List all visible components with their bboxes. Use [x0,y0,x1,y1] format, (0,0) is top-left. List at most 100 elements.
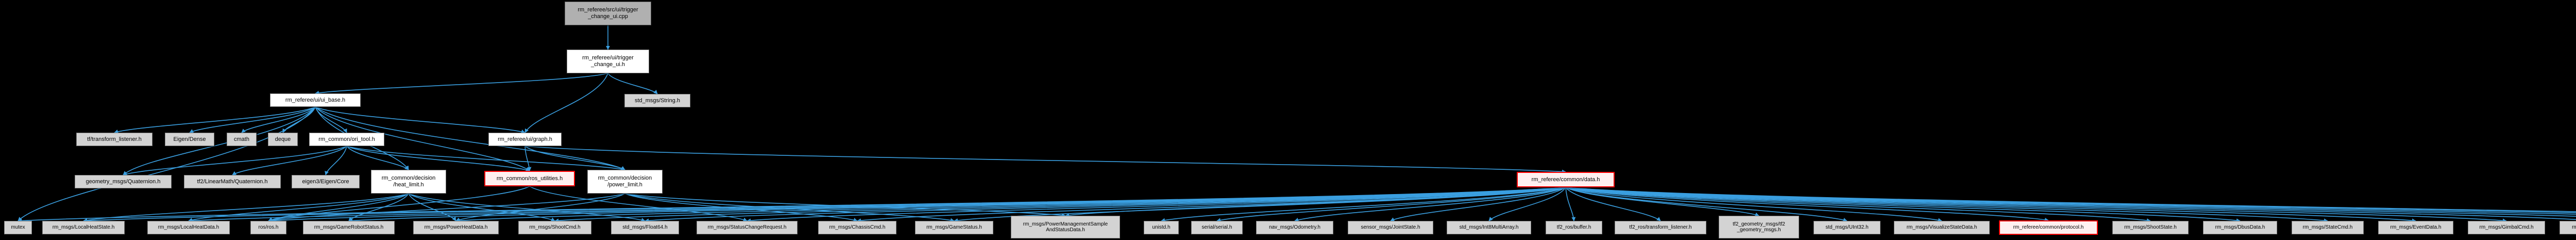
graph-edge [1565,187,1759,217]
graph-edge [325,146,347,175]
graph-node[interactable]: unistd.h [1144,221,1179,234]
graph-edge [1065,187,1566,217]
graph-edge [348,187,1566,223]
graph-edge [524,73,608,133]
graph-edge [268,193,409,221]
graph-edge [232,146,347,175]
graph-edge [1565,187,2507,223]
graph-edge [348,193,409,221]
graph-edge [18,187,1566,223]
graph-edge [607,73,658,94]
graph-node[interactable]: std_msgs/UInt32.h [1814,221,1880,234]
graph-node[interactable]: rm_msgs/GameStatus.h [915,221,993,234]
graph-node[interactable]: rm_msgs/RobotHurt.h [2560,221,2576,234]
graph-edge [1488,187,1566,221]
graph-node[interactable]: std_msgs/String.h [624,94,690,107]
graph-edge [408,193,555,221]
graph-edge [315,106,526,134]
graph-edge [1565,187,2576,215]
graph-node[interactable]: rm_referee/common/data.h [1517,172,1615,187]
graph-edge [282,106,316,133]
graph-edge [1565,187,2576,212]
graph-edge [268,187,1566,223]
graph-edge [346,146,409,170]
graph-node[interactable]: rm_msgs/StateCmd.h [2292,221,2364,234]
graph-node[interactable]: rm_msgs/ChassisCmd.h [818,221,896,234]
graph-edge [18,106,316,221]
graph-edge [114,106,316,134]
graph-edge [315,106,347,133]
graph-node[interactable]: rm_common/ros_utilities.h [484,171,575,186]
graph-node[interactable]: rm_msgs/StatusChangeRequest.h [697,221,798,234]
graph-node[interactable]: tf2/LinearMath/Quaternion.h [184,175,281,188]
graph-node[interactable]: ros/ros.h [250,221,286,234]
graph-edge [83,193,409,222]
graph-node[interactable]: tf/transform_listener.h [76,133,152,146]
graph-node[interactable]: rm_msgs/ShootCmd.h [518,221,591,234]
graph-node[interactable]: rm_msgs/VisualizeStateData.h [1894,221,1990,234]
graph-edge [268,193,625,222]
graph-node[interactable]: deque [268,133,298,146]
graph-edge [346,146,530,172]
graph-node[interactable]: eigen3/Eigen/Core [292,175,360,188]
graph-node[interactable]: serial/serial.h [1191,221,1243,234]
graph-edge [1294,187,1566,222]
graph-node[interactable]: tf2_geometry_msgs/tf2 _geometry_msgs.h [1719,216,1799,238]
graph-node[interactable]: mutex [4,221,32,234]
graph-edge [1565,187,2328,223]
graph-edge [1390,187,1566,221]
graph-node[interactable]: rm_msgs/PowerHeatData.h [413,221,499,234]
graph-node[interactable]: rm_msgs/GimbalCmd.h [2468,221,2545,234]
graph-node[interactable]: std_msgs/Int8MultiArray.h [1447,221,1531,234]
graph-edge [1565,187,2151,222]
graph-node[interactable]: rm_common/decision /heat_limit.h [371,170,446,194]
graph-edge [1565,187,2241,223]
graph-node[interactable]: std_msgs/Float64.h [611,221,679,234]
graph-edge [1565,187,1661,221]
graph-node[interactable]: tf2_ros/buffer.h [1546,221,1602,234]
graph-edge [624,193,858,222]
graph-node[interactable]: rm_referee/common/protocol.h [1999,220,2098,235]
graph-edge [408,193,456,221]
graph-edge [346,146,625,171]
graph-node[interactable]: rm_msgs/LocalHeatState.h [42,221,125,234]
graph-edge [1565,187,2416,223]
graph-node[interactable]: rm_referee/ui/ui_base.h [270,93,361,107]
graph-node[interactable]: tf2_ros/transform_listener.h [1615,221,1706,234]
graph-node[interactable]: rm_msgs/GameRobotStatus.h [303,221,395,234]
graph-node[interactable]: rm_common/ori_tool.h [309,133,384,146]
graph-edge [1161,187,1566,222]
graph-node[interactable]: Eigen/Dense [165,133,214,146]
graph-node[interactable]: rm_common/decision /power_limit.h [587,170,663,194]
graph-node[interactable]: nav_msgs/Odometry.h [1256,221,1333,234]
graph-node[interactable]: rm_referee/ui/graph.h [488,133,562,146]
graph-edge [408,193,646,222]
graph-edge [524,146,625,170]
graph-node[interactable]: rm_msgs/ShootState.h [2112,221,2189,234]
graph-node[interactable]: sensor_msgs/JointState.h [1348,221,1433,234]
graph-node[interactable]: rm_msgs/PowerManagementSample AndStatusD… [1011,216,1120,238]
graph-edge [1565,187,2049,222]
graph-edge [624,193,955,222]
graph-node[interactable]: rm_msgs/LocalHeatData.h [147,221,230,234]
graph-node[interactable]: rm_msgs/DbusData.h [2203,221,2277,234]
graph-edge [241,106,316,133]
graph-edge [188,193,409,222]
graph-edge [1565,187,2576,217]
graph-node[interactable]: geometry_msgs/Quaternion.h [75,175,172,188]
graph-node[interactable]: rm_msgs/EventData.h [2378,221,2453,234]
graph-edge [455,193,625,222]
graph-node[interactable]: rm_referee/ui/trigger _change_ui.h [567,50,649,73]
graph-edge [1565,187,2576,213]
graph-node[interactable]: cmath [227,133,257,146]
graph-edge [1565,187,1848,222]
graph-edge [524,146,532,171]
graph-edge [1216,187,1566,222]
graph-edge [189,106,316,133]
graph-node[interactable]: rm_referee/src/ui/trigger _change_ui.cpp [565,2,651,25]
graph-edge [315,73,608,95]
graph-edge [624,193,1066,218]
graph-edge [123,146,347,176]
